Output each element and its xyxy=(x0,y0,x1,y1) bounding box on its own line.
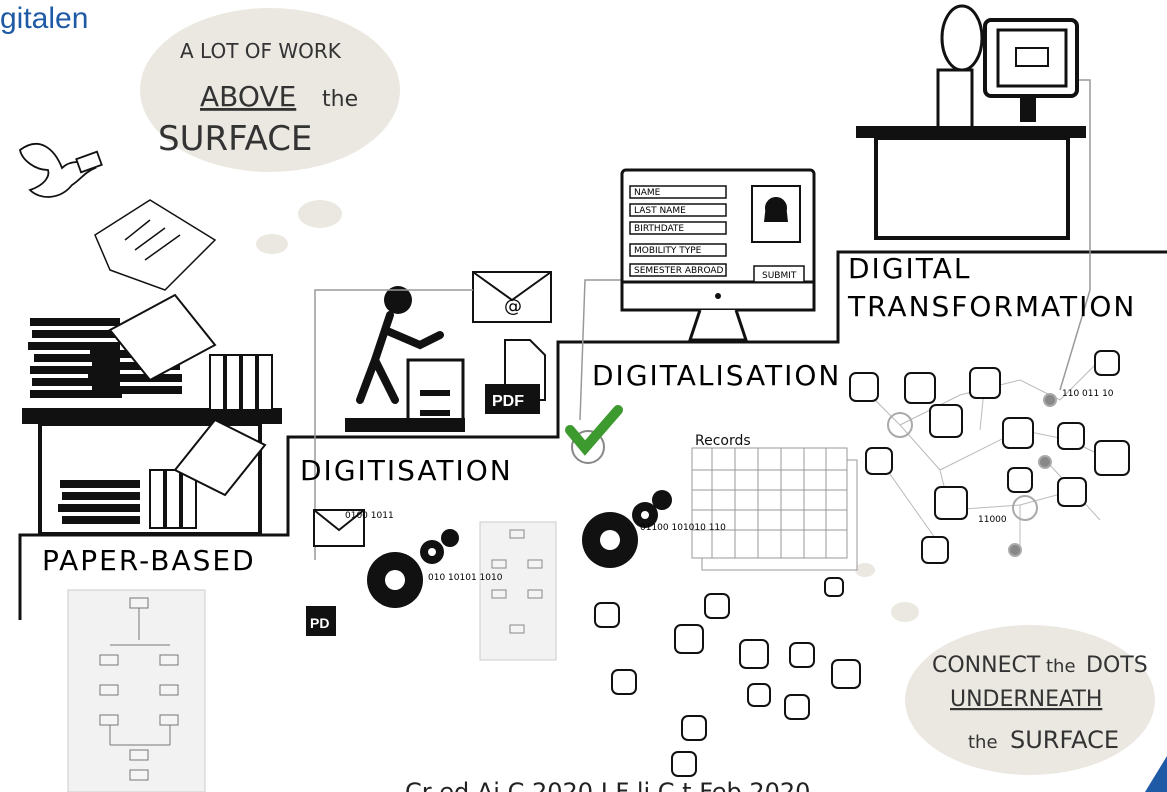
monitor-form-icon xyxy=(620,168,816,342)
flowchart-digitisation xyxy=(479,521,557,661)
stage-label-digitalisation: DIGITALISATION xyxy=(592,359,841,392)
thought-cloud-bottom xyxy=(855,563,1155,775)
computer-icons xyxy=(594,350,1130,777)
pdf-small-label: PD xyxy=(310,615,329,631)
cloud-top-line1: A LOT OF WORK xyxy=(180,39,342,63)
form-field-name: NAME xyxy=(634,188,661,198)
stage-label-transformation: TRANSFORMATION xyxy=(847,290,1136,323)
binary-text-2: 010 10101 1010 xyxy=(428,573,503,583)
credit-line: Cr ed Ai C 2020 J F li C t Feb 2020 xyxy=(405,778,810,792)
thought-cloud-top xyxy=(140,8,400,254)
flowchart-paper xyxy=(67,589,206,792)
person-copier-icon xyxy=(345,286,465,432)
paper-desk-icon xyxy=(22,293,282,536)
network-hubs xyxy=(887,393,1057,557)
binary-text-5: 110 011 10 xyxy=(1062,389,1114,399)
cloud-top-line2b: the xyxy=(322,87,358,112)
form-field-mobility-type: MOBILITY TYPE xyxy=(634,246,702,256)
pdf-small-icon xyxy=(306,606,336,636)
page-title-partial: gitalen xyxy=(0,2,89,35)
email-at-symbol: @ xyxy=(504,296,522,317)
dove-icon xyxy=(19,143,103,198)
checkmark-icon xyxy=(565,405,623,464)
stage-label-digitisation: DIGITISATION xyxy=(300,454,513,487)
cloud-bottom-line1c: DOTS xyxy=(1086,653,1148,678)
gears-icon-digitisation xyxy=(367,529,459,608)
binary-text-4: 11000 xyxy=(978,515,1007,525)
pdf-label: PDF xyxy=(492,393,524,410)
records-table-icon xyxy=(691,447,858,571)
cloud-top-line3: SURFACE xyxy=(158,119,312,159)
corner-accent xyxy=(1145,756,1167,792)
gears-icon-digitalisation xyxy=(582,490,672,568)
stage-label-paper-based: PAPER-BASED xyxy=(42,544,256,577)
cloud-bottom-line2: UNDERNEATH xyxy=(950,687,1102,712)
pdf-document-icon xyxy=(485,339,546,414)
cloud-bottom-line1b: the xyxy=(1046,656,1076,677)
email-envelope-small-icon xyxy=(313,509,365,547)
records-label: Records xyxy=(695,433,751,449)
workstation-icon xyxy=(856,4,1086,240)
paper-sheet-icon xyxy=(94,199,217,291)
stage-label-digital: DIGITAL xyxy=(848,252,971,285)
cloud-bottom-line3b: SURFACE xyxy=(1010,726,1119,754)
form-field-semester-abroad: SEMESTER ABROAD xyxy=(634,266,724,276)
cloud-top-line2: ABOVE xyxy=(200,80,296,113)
form-field-birthdate: BIRTHDATE xyxy=(634,224,684,234)
form-field-last-name: LAST NAME xyxy=(634,206,686,216)
binary-text-1: 0100 1011 xyxy=(345,511,394,521)
form-submit-button: SUBMIT xyxy=(762,271,797,281)
binary-text-3: 01100 101010 110 xyxy=(640,523,726,533)
cloud-bottom-line3a: the xyxy=(968,732,998,753)
email-envelope-icon xyxy=(472,271,552,323)
cloud-bottom-line1a: CONNECT xyxy=(932,653,1041,678)
